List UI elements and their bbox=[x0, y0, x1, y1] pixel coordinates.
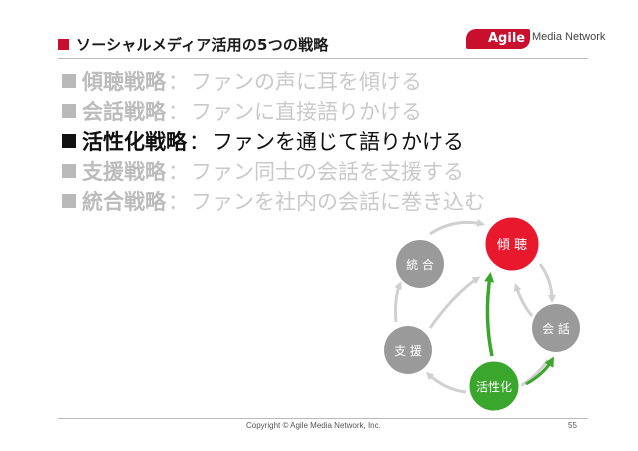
strategy-item-energize: 活性化戦略：ファンを通じて語りかける bbox=[62, 126, 485, 156]
node-converse: 会 話 bbox=[532, 304, 580, 352]
strategy-description: ファンを通じて語りかける bbox=[212, 130, 464, 154]
arrow-listen-to-converse bbox=[538, 263, 556, 303]
strategy-name: 会話戦略 bbox=[82, 100, 166, 124]
node-support: 支 援 bbox=[384, 326, 432, 374]
strategy-separator: ： bbox=[168, 190, 189, 214]
bullet-square-icon bbox=[62, 164, 76, 178]
arrow-support-to-integrate bbox=[394, 281, 402, 323]
arrow-energize-to-listen bbox=[484, 272, 495, 357]
strategy-name: 活性化戦略 bbox=[82, 130, 187, 154]
bullet-square-icon bbox=[62, 194, 76, 208]
strategy-separator: ： bbox=[168, 160, 189, 184]
node-energize: 活性化 bbox=[466, 358, 522, 414]
node-support-label: 支 援 bbox=[394, 344, 422, 358]
copyright-text: Copyright © Agile Media Network, Inc. bbox=[246, 421, 381, 430]
strategy-name: 傾聴戦略 bbox=[82, 70, 166, 94]
node-integrate: 統 合 bbox=[396, 240, 444, 288]
strategy-description: ファンに直接語りかける bbox=[191, 100, 422, 124]
arrow-energize-to-support bbox=[425, 372, 467, 394]
strategy-description: ファン同士の会話を支援する bbox=[191, 160, 464, 184]
title-text: ソーシャルメディア活用の5つの戦略 bbox=[76, 35, 329, 54]
bullet-square-icon bbox=[62, 74, 76, 88]
strategy-name: 統合戦略 bbox=[82, 190, 166, 214]
bullet-square-icon bbox=[62, 104, 76, 118]
company-logo: Agile Media Network bbox=[466, 27, 605, 53]
strategy-separator: ： bbox=[189, 130, 210, 154]
logo-text: Media Network bbox=[532, 31, 606, 43]
arrow-converse-to-listen bbox=[513, 283, 534, 317]
logo-badge: Agile bbox=[466, 29, 530, 49]
page-number: 55 bbox=[568, 421, 577, 430]
footer-divider bbox=[58, 418, 588, 419]
node-converse-label: 会 話 bbox=[542, 321, 570, 336]
strategy-separator: ： bbox=[168, 100, 189, 124]
node-listen-label: 傾 聴 bbox=[497, 238, 527, 253]
strategy-item-integrate: 統合戦略：ファンを社内の会話に巻き込む bbox=[62, 186, 485, 216]
strategy-list: 傾聴戦略：ファンの声に耳を傾ける 会話戦略：ファンに直接語りかける 活性化戦略：… bbox=[62, 66, 485, 216]
strategy-item-listen: 傾聴戦略：ファンの声に耳を傾ける bbox=[62, 66, 485, 96]
strategy-cycle-diagram: 傾 聴 統 合 会 話 支 援 活性化 bbox=[384, 214, 580, 414]
strategy-separator: ： bbox=[168, 70, 189, 94]
node-integrate-label: 統 合 bbox=[406, 257, 434, 272]
strategy-item-converse: 会話戦略：ファンに直接語りかける bbox=[62, 96, 485, 126]
title-bullet-icon bbox=[58, 38, 69, 50]
arrow-support-to-listen bbox=[428, 276, 481, 329]
node-listen: 傾 聴 bbox=[482, 214, 542, 274]
strategy-item-support: 支援戦略：ファン同士の会話を支援する bbox=[62, 156, 485, 186]
arrow-energize-to-converse bbox=[525, 356, 554, 386]
strategy-description: ファンを社内の会話に巻き込む bbox=[191, 190, 485, 214]
slide-title: ソーシャルメディア活用の5つの戦略 bbox=[58, 34, 329, 54]
title-divider bbox=[58, 58, 588, 59]
strategy-description: ファンの声に耳を傾ける bbox=[191, 70, 422, 94]
strategy-name: 支援戦略 bbox=[82, 160, 166, 184]
arrow-integrate-to-listen bbox=[429, 219, 485, 236]
node-energize-label: 活性化 bbox=[476, 380, 512, 394]
bullet-square-icon bbox=[62, 134, 76, 148]
